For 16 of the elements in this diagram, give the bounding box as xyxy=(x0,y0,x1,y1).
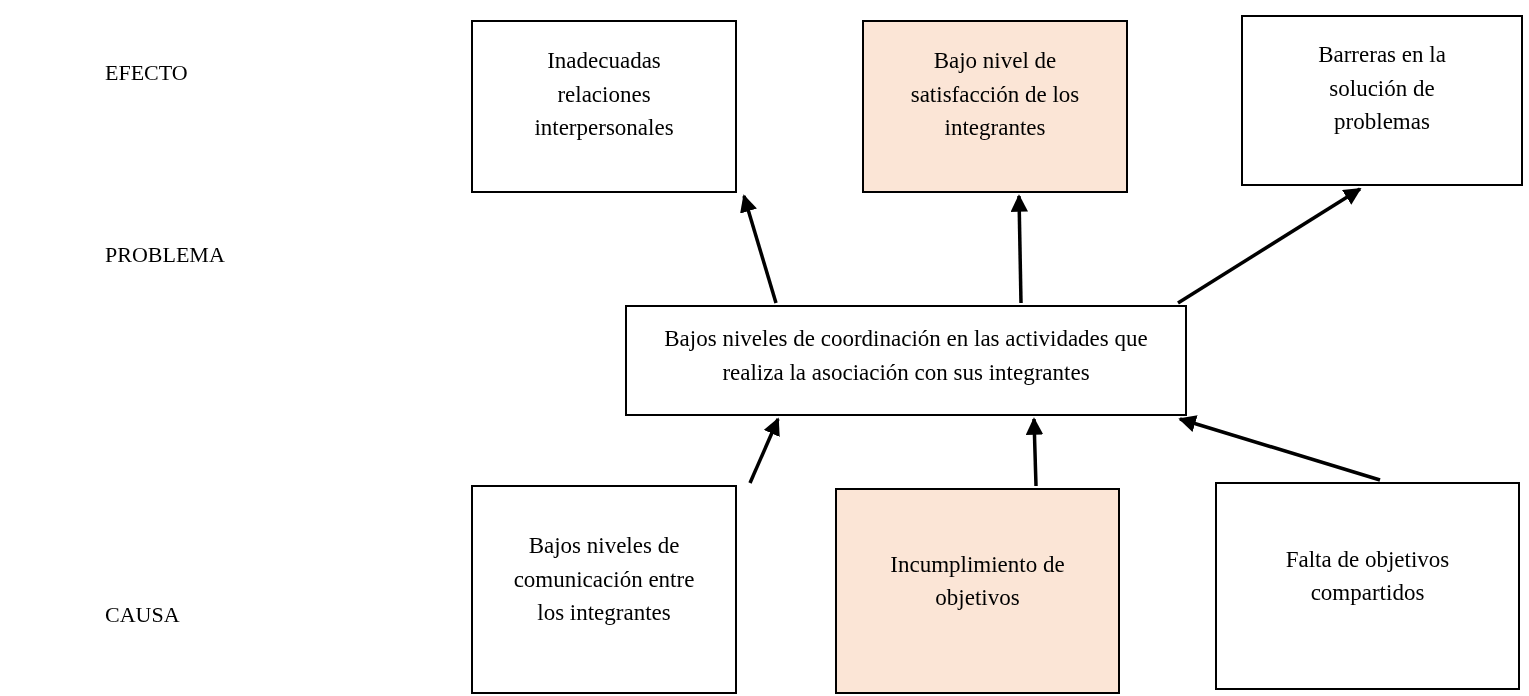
arrow xyxy=(1025,417,1044,487)
highlighted-box: Incumplimiento de objetivos xyxy=(835,488,1120,694)
row-label: PROBLEMA xyxy=(105,242,225,268)
arrow xyxy=(1010,194,1029,304)
text-box: Inadecuadas relaciones interpersonales xyxy=(471,20,737,193)
row-label: EFECTO xyxy=(105,60,188,86)
arrow xyxy=(748,417,780,484)
text-box: Bajos niveles de coordinación en las actividades que realiza la asociación con sus integrantes xyxy=(625,305,1187,416)
arrow xyxy=(1177,187,1362,305)
arrow xyxy=(740,194,778,304)
text-box: Bajos niveles de comunicación entre los integrantes xyxy=(471,485,737,694)
text-box: Falta de objetivos compartidos xyxy=(1215,482,1520,690)
highlighted-box: Bajo nivel de satisfacción de los integrantes xyxy=(862,20,1128,193)
row-label: CAUSA xyxy=(105,602,180,628)
arrow xyxy=(1178,415,1381,482)
text-box: Barreras en la solución de problemas xyxy=(1241,15,1523,186)
